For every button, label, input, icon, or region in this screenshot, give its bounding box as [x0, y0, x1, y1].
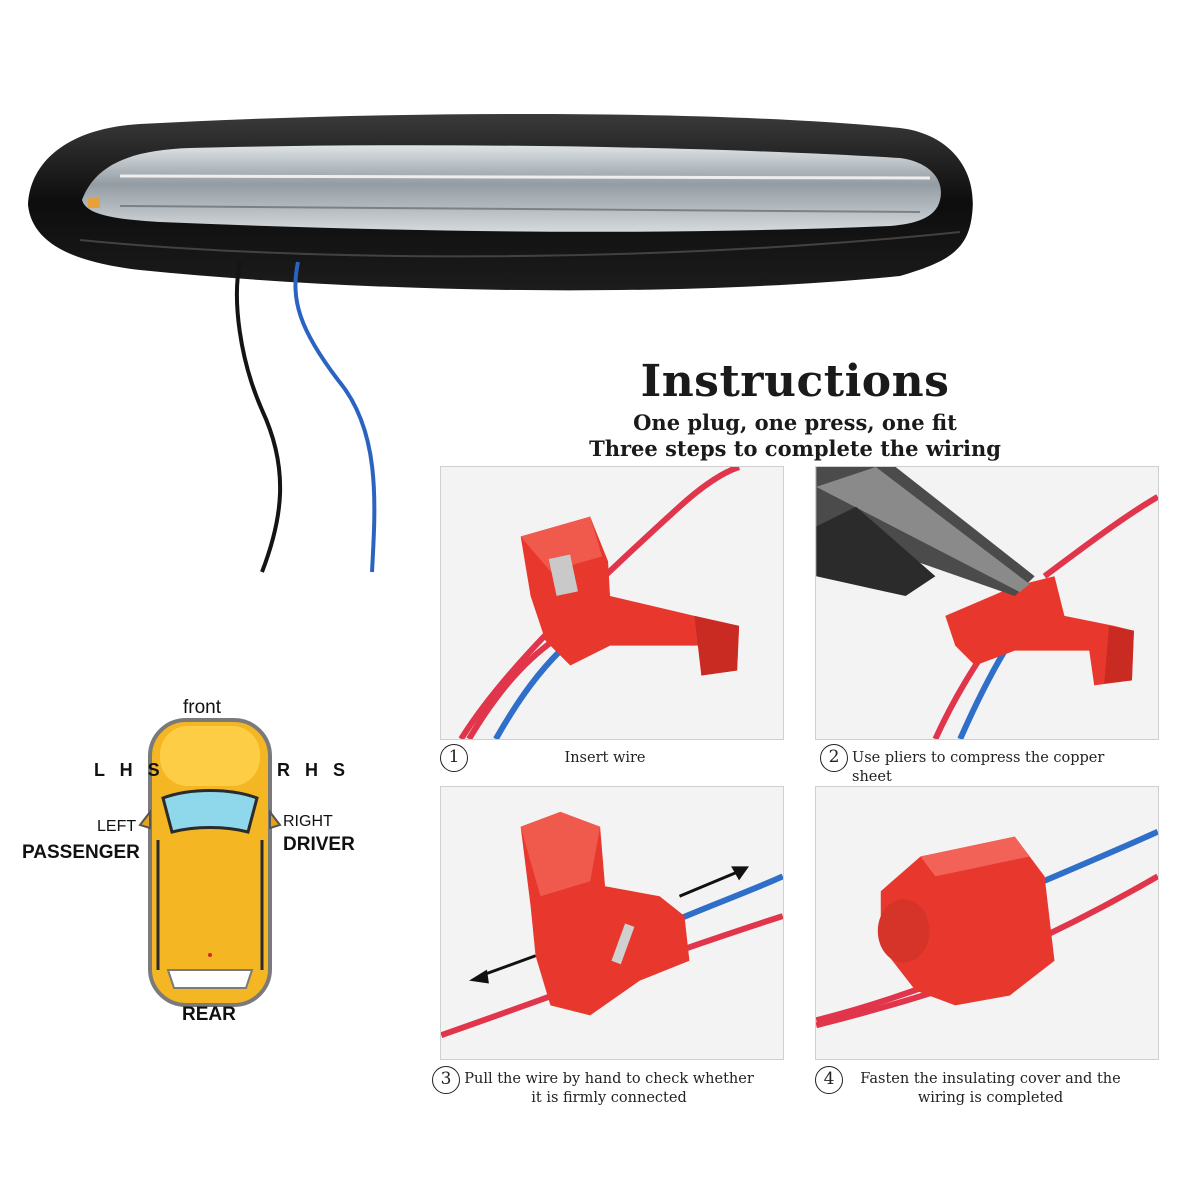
pliers-compress-illustration [816, 467, 1158, 739]
car-front-label: front [183, 697, 222, 718]
car-rear-label: REAR [182, 1004, 236, 1025]
car-passenger-label: PASSENGER [22, 842, 140, 863]
instructions-subtitle-1: One plug, one press, one fit [633, 410, 957, 435]
step-3-number: 3 [432, 1066, 460, 1094]
step-2-caption: Use pliers to compress the copper sheet [852, 750, 1105, 785]
car-left-label: LEFT [97, 818, 137, 835]
step-1-photo [440, 466, 784, 740]
step-2-photo [815, 466, 1159, 740]
step-4-photo [815, 786, 1159, 1060]
step-3-caption-1: Pull the wire by hand to check whether [464, 1071, 754, 1087]
led-mirror-indicator-image [28, 113, 973, 573]
pull-check-illustration [441, 811, 783, 1038]
car-driver-label: DRIVER [283, 834, 355, 855]
car-rhs-label: R H S [277, 760, 351, 780]
step-2-number: 2 [820, 744, 848, 772]
fastened-cover-illustration [816, 828, 1158, 1029]
step-3-photo [440, 786, 784, 1060]
connector-insert-illustration [458, 467, 741, 739]
step-4-number: 4 [815, 1066, 843, 1094]
step-1-number: 1 [440, 744, 468, 772]
car-lhs-label: L H S [94, 760, 165, 780]
instructions-title: Instructions [640, 356, 950, 407]
car-top-view-icon [138, 718, 282, 1007]
step-4-caption-2: wiring is completed [917, 1090, 1064, 1106]
instructions-subtitle-2: Three steps to complete the wiring [589, 436, 1001, 461]
car-right-label: RIGHT [283, 813, 333, 830]
step-1-caption: Insert wire [564, 750, 646, 766]
step-3-caption-2: it is firmly connected [531, 1090, 687, 1106]
step-4-caption-1: Fasten the insulating cover and the [860, 1071, 1121, 1087]
